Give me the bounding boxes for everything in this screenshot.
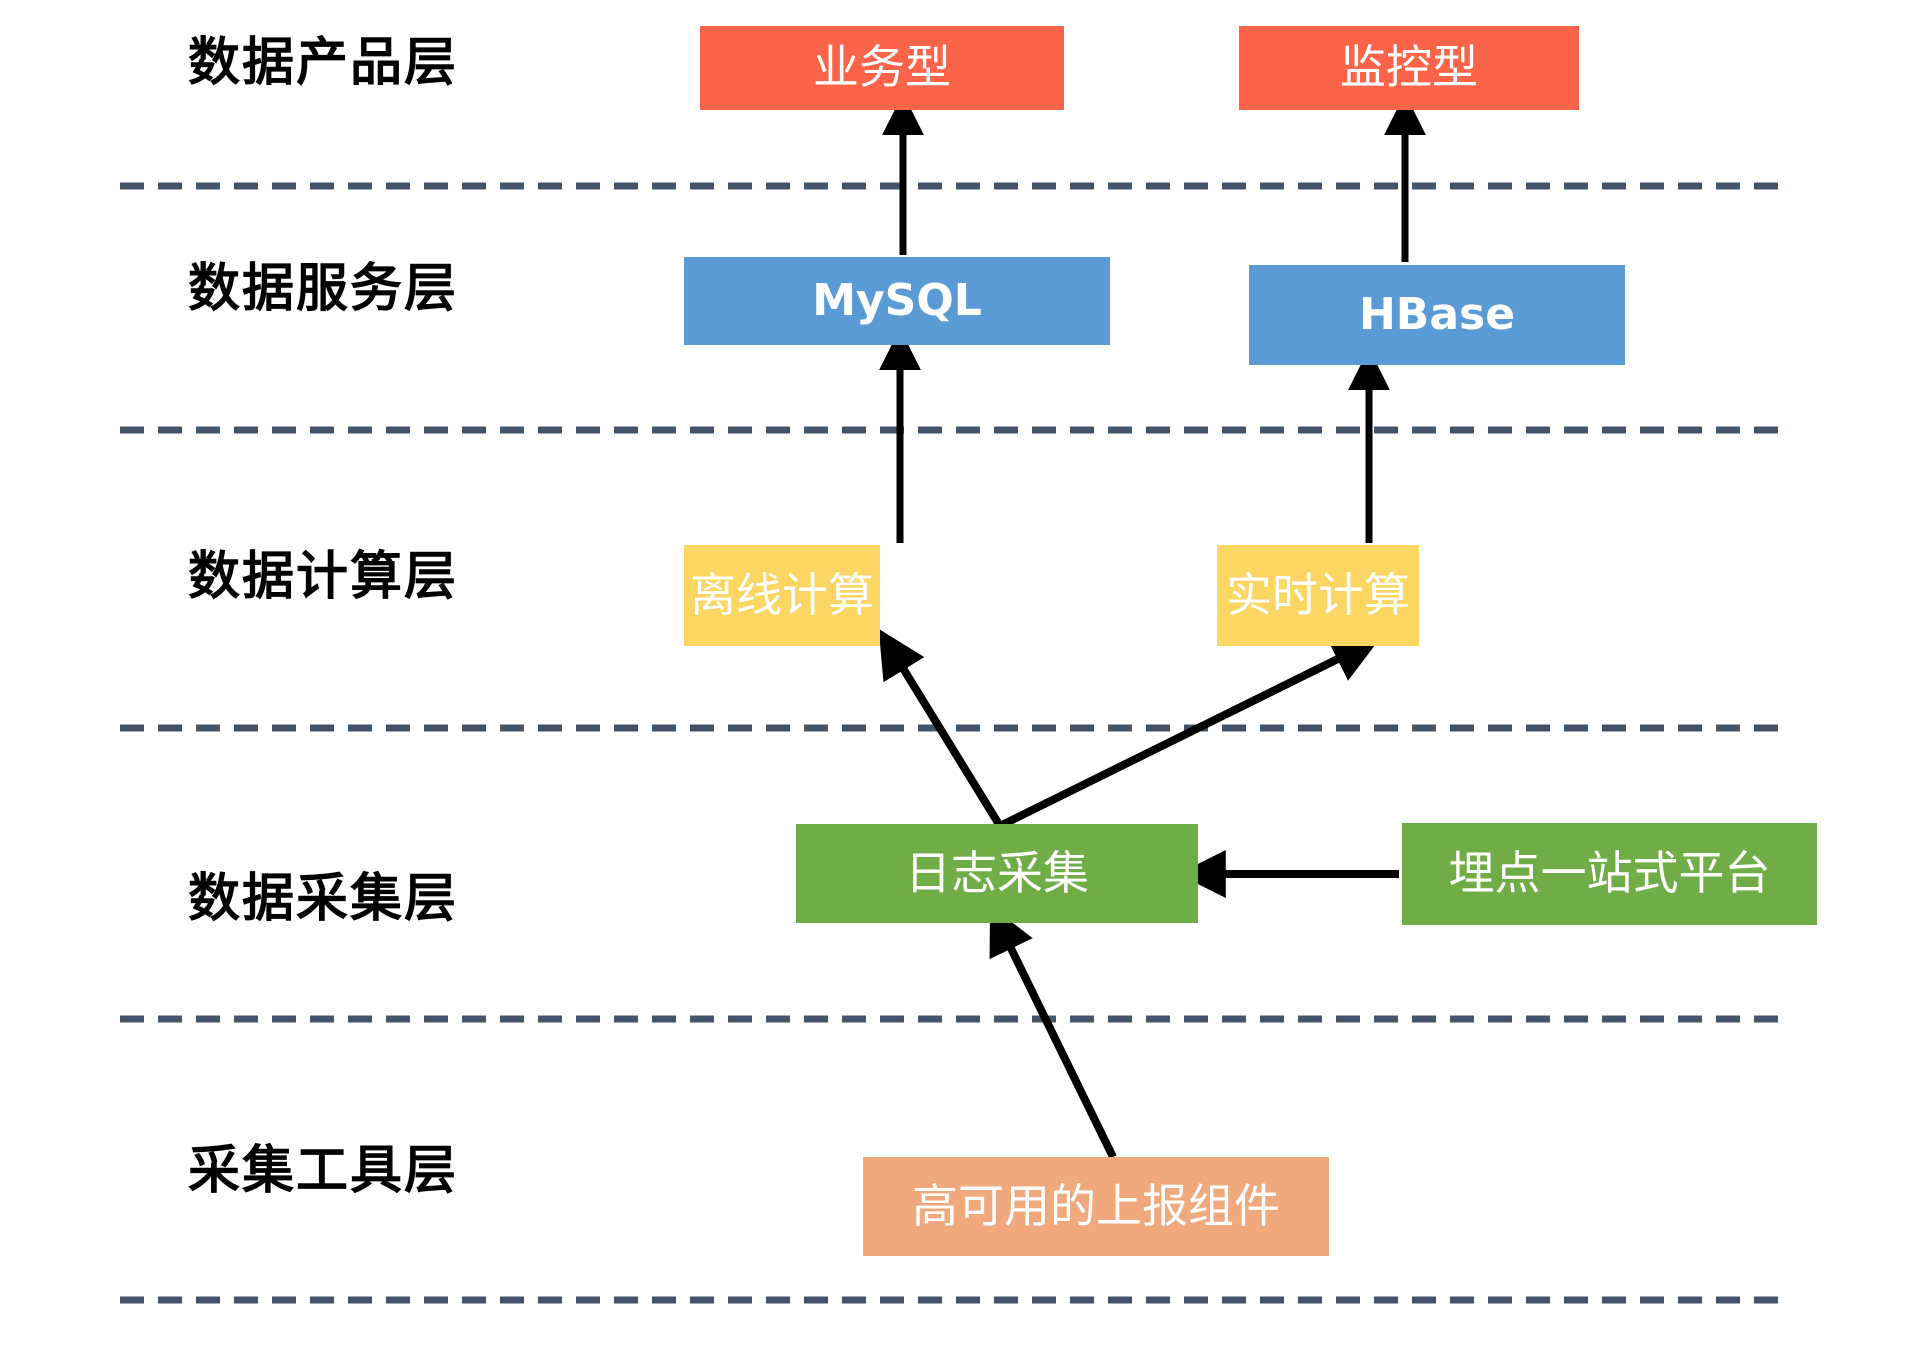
connector-report-to-log [989, 905, 1117, 1159]
connector-log-to-offline [878, 628, 1004, 829]
layer-label-compute: 数据计算层 [188, 549, 459, 606]
layer-label-tools: 采集工具层 [188, 1143, 459, 1200]
node-label: 监控型 [1340, 42, 1478, 93]
node-label: 日志采集 [905, 847, 1089, 899]
node-monitor-product[interactable]: 监控型 [1239, 26, 1579, 110]
node-mysql[interactable]: MySQL [684, 257, 1110, 345]
node-label: 高可用的上报组件 [912, 1180, 1280, 1232]
node-hbase[interactable]: HBase [1249, 265, 1625, 365]
node-label: 业务型 [813, 42, 951, 93]
layer-label-service: 数据服务层 [188, 261, 459, 318]
layer-label-collect: 数据采集层 [188, 871, 459, 928]
node-log-collect[interactable]: 日志采集 [796, 824, 1198, 923]
node-label: 实时计算 [1226, 569, 1410, 621]
node-report-component[interactable]: 高可用的上报组件 [863, 1157, 1329, 1256]
node-label: 埋点一站式平台 [1448, 848, 1771, 899]
node-label: HBase [1358, 289, 1516, 340]
node-business-product[interactable]: 业务型 [700, 26, 1064, 110]
node-label: MySQL [812, 275, 982, 326]
node-label: 离线计算 [690, 569, 874, 621]
connector-log-to-realtime [998, 637, 1381, 830]
node-realtime-compute[interactable]: 实时计算 [1217, 545, 1419, 646]
layer-label-product: 数据产品层 [188, 35, 459, 92]
node-offline-compute[interactable]: 离线计算 [684, 545, 880, 646]
node-tracking-platform[interactable]: 埋点一站式平台 [1402, 823, 1817, 925]
